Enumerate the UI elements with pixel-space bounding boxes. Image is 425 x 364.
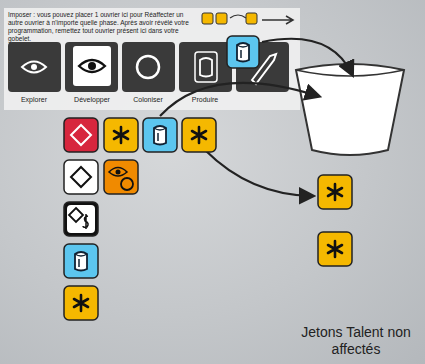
card-text-box: Imposer : vous pouvez placer 1 ouvrier i… — [8, 11, 198, 43]
phase-name: Explorer — [6, 95, 62, 105]
phase-name: Coloniser — [120, 95, 176, 105]
phase-name: Produire — [177, 95, 233, 105]
phase-name: Développer — [64, 95, 120, 105]
rule-text: Imposer : vous pouvez placer 1 ouvrier i… — [8, 11, 198, 43]
caption-label: Jetons Talent non affectés — [291, 324, 421, 358]
